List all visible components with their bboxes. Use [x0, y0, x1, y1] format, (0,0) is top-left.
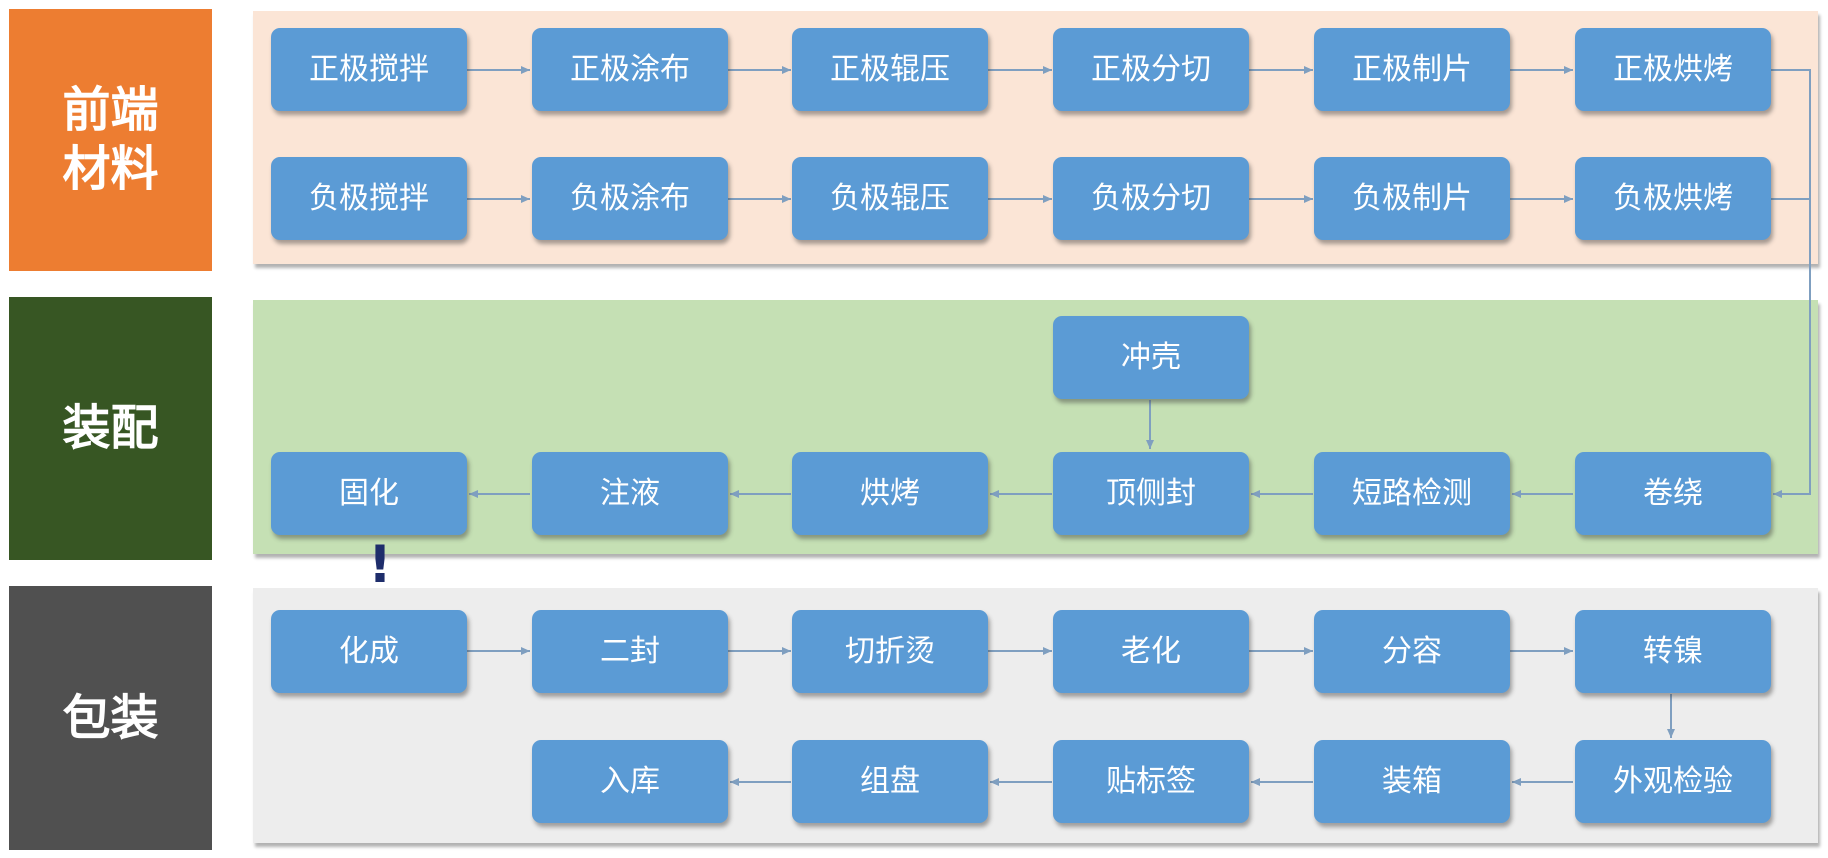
- stage-label-assembly: 装配: [9, 297, 212, 560]
- step-box: 固化: [271, 452, 467, 535]
- step-box: 负极烘烤: [1575, 157, 1771, 240]
- step-box: 化成: [271, 610, 467, 693]
- step-box: 注液: [532, 452, 728, 535]
- step-box: 装箱: [1314, 740, 1510, 823]
- step-box: 负极分切: [1053, 157, 1249, 240]
- stage-label-text: 装配: [62, 400, 159, 457]
- step-box: 卷绕: [1575, 452, 1771, 535]
- step-box: 正极制片: [1314, 28, 1510, 111]
- warning-mark: !: [368, 535, 392, 595]
- step-box: 负极制片: [1314, 157, 1510, 240]
- step-box: 二封: [532, 610, 728, 693]
- step-box: 顶侧封: [1053, 452, 1249, 535]
- step-box: 负极辊压: [792, 157, 988, 240]
- step-box: 正极辊压: [792, 28, 988, 111]
- stage-band-frontend: [253, 11, 1818, 264]
- stage-band-packaging: [253, 588, 1818, 843]
- step-box: 入库: [532, 740, 728, 823]
- step-box: 正极分切: [1053, 28, 1249, 111]
- step-box: 转镍: [1575, 610, 1771, 693]
- step-box: 贴标签: [1053, 740, 1249, 823]
- stage-label-packaging: 包装: [9, 586, 212, 850]
- stage-label-frontend: 前端材料: [9, 9, 212, 271]
- stage-band-assembly: [253, 300, 1818, 554]
- step-box: 老化: [1053, 610, 1249, 693]
- step-box: 正极涂布: [532, 28, 728, 111]
- step-box: 组盘: [792, 740, 988, 823]
- stage-label-text: 前端材料: [62, 82, 159, 197]
- step-box: 冲壳: [1053, 316, 1249, 399]
- step-box: 外观检验: [1575, 740, 1771, 823]
- step-box: 分容: [1314, 610, 1510, 693]
- step-box: 正极烘烤: [1575, 28, 1771, 111]
- step-box: 烘烤: [792, 452, 988, 535]
- stage-label-text: 包装: [62, 689, 159, 746]
- step-box: 负极搅拌: [271, 157, 467, 240]
- step-box: 切折烫: [792, 610, 988, 693]
- step-box: 短路检测: [1314, 452, 1510, 535]
- step-box: 正极搅拌: [271, 28, 467, 111]
- step-box: 负极涂布: [532, 157, 728, 240]
